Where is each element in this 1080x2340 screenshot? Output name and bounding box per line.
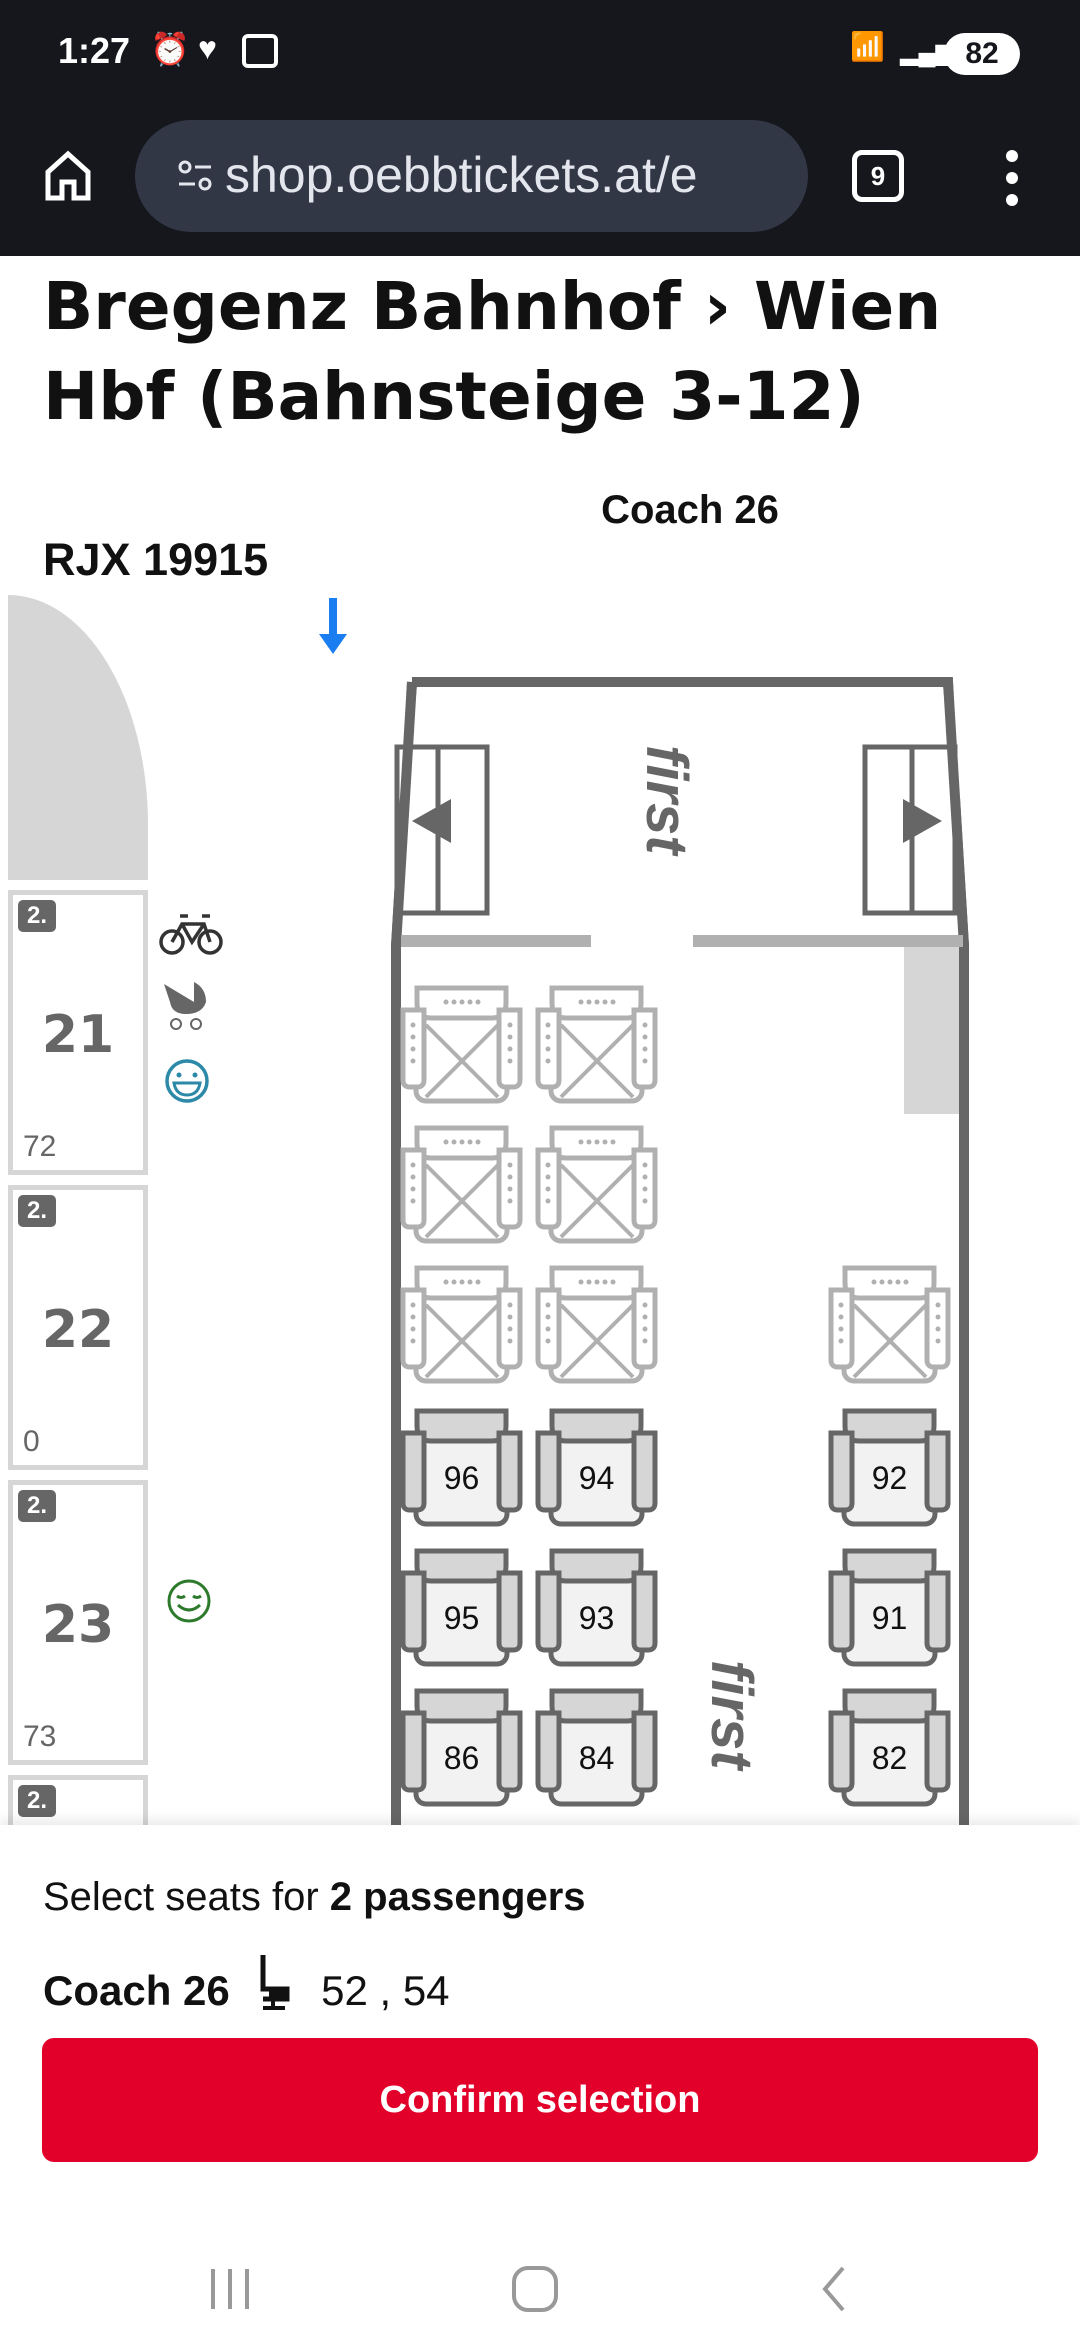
seat-number: 86	[443, 1740, 480, 1776]
seat-number: 96	[443, 1460, 480, 1496]
quiet-zone-icon	[167, 1579, 211, 1623]
class-badge: 2.	[18, 1490, 56, 1522]
seat-icon	[828, 1688, 951, 1807]
seat-icon	[535, 1688, 658, 1807]
screenshot-icon	[242, 34, 278, 68]
seat-icon	[535, 1125, 658, 1244]
seat-icon	[400, 1548, 523, 1667]
page-title: Bregenz Bahnhof › Wien Hbf (Bahnsteige 3…	[43, 268, 942, 435]
url-text: shop.oebbtickets.at/e	[225, 147, 698, 203]
train-label: RJX 19915	[43, 534, 269, 585]
seat-icon	[535, 1408, 658, 1527]
battery-level: 82	[965, 37, 999, 70]
locomotive	[8, 595, 148, 880]
seat-unavailable	[400, 1265, 523, 1385]
free-seat-count: 0	[23, 1425, 40, 1458]
seat-icon	[828, 1548, 951, 1667]
seat-icon	[535, 1265, 658, 1384]
seat-number: 93	[578, 1600, 615, 1636]
luggage-rack	[904, 947, 959, 1114]
bicycle-icon	[159, 914, 223, 955]
menu-icon[interactable]	[1002, 148, 1022, 208]
seat-number: 91	[871, 1600, 908, 1636]
seat-number: 84	[578, 1740, 615, 1776]
alarm-icon: ⏰	[150, 31, 190, 67]
status-time: 1:27	[58, 30, 131, 71]
seat-icon	[535, 1548, 658, 1667]
battery-indicator: 82	[944, 33, 1020, 75]
seat[interactable]: 93	[535, 1548, 658, 1668]
home-nav-icon[interactable]	[510, 2265, 560, 2313]
class-badge: 2.	[18, 1195, 56, 1227]
free-seat-count: 73	[23, 1720, 57, 1753]
seat-unavailable	[400, 1125, 523, 1245]
family-zone-icon	[165, 1059, 209, 1103]
class-badge: 2.	[18, 900, 56, 932]
seat-icon	[400, 985, 523, 1104]
tab-switcher-button[interactable]: 9	[852, 150, 904, 202]
seat[interactable]: 91	[828, 1548, 951, 1668]
passenger-count: 2 passengers	[329, 1875, 586, 1919]
coach-label: Coach 26	[601, 488, 779, 532]
direction-arrow-icon	[319, 598, 347, 654]
seat[interactable]: 94	[535, 1408, 658, 1528]
coach-card[interactable]: 2. 21 72	[8, 890, 148, 1175]
site-settings-icon[interactable]	[177, 158, 213, 194]
selected-seat-numbers: 52 , 54	[321, 1967, 450, 2014]
seat-icon	[828, 1265, 951, 1384]
recent-apps-icon[interactable]	[205, 2265, 255, 2313]
seat-icon	[260, 1955, 290, 2010]
coach-number: 21	[41, 1005, 115, 1065]
selection-panel: Select seats for 2 passengers Coach 26 5…	[0, 1825, 1080, 2340]
seat-icon	[400, 1125, 523, 1244]
instruction-text: Select seats for	[43, 1875, 330, 1919]
first-class-marking: first	[634, 745, 699, 855]
free-seat-count: 72	[23, 1130, 57, 1163]
seat-number: 82	[871, 1740, 908, 1776]
seat-icon	[828, 1408, 951, 1527]
wifi-icon: 📶	[850, 31, 885, 62]
seat-unavailable	[535, 1125, 658, 1245]
coach-card[interactable]: 2. 23 73	[8, 1480, 148, 1765]
seat-number: 94	[578, 1460, 615, 1496]
seat-number: 92	[871, 1460, 908, 1496]
seat-icon	[400, 1265, 523, 1384]
door-right	[862, 744, 958, 916]
seat-number: 95	[443, 1600, 480, 1636]
door-left	[394, 744, 490, 916]
coach-card[interactable]: 2. 22 0	[8, 1185, 148, 1470]
seat[interactable]: 84	[535, 1688, 658, 1808]
seat[interactable]: 86	[400, 1688, 523, 1808]
heart-icon: ♥	[198, 30, 217, 66]
class-badge: 2.	[18, 1785, 56, 1817]
browser-chrome: 1:27 ⏰ ♥ 📶 ▂▄▆ 82 shop.oebbtickets.at/e …	[0, 0, 1080, 256]
seat[interactable]: 92	[828, 1408, 951, 1528]
seat[interactable]: 95	[400, 1548, 523, 1668]
home-icon[interactable]	[44, 150, 92, 202]
confirm-selection-button[interactable]: Confirm selection	[42, 2038, 1038, 2162]
coach-number: 23	[41, 1595, 115, 1655]
coach-floorplan	[391, 677, 969, 1830]
first-class-marking: first	[699, 1660, 764, 1770]
stroller-icon	[164, 982, 206, 1030]
selection-instruction: Select seats for 2 passengers	[43, 1875, 586, 1920]
seat-icon	[400, 1688, 523, 1807]
seat-unavailable	[828, 1265, 951, 1385]
seat-icon	[535, 985, 658, 1104]
selected-coach: Coach 26	[43, 1967, 230, 2014]
seat-icon	[400, 1408, 523, 1527]
seat-unavailable	[535, 1265, 658, 1385]
seat[interactable]: 96	[400, 1408, 523, 1528]
coach-number: 22	[41, 1300, 115, 1360]
seat-unavailable	[535, 985, 658, 1105]
seat-unavailable	[400, 985, 523, 1105]
url-bar[interactable]: shop.oebbtickets.at/e	[135, 120, 808, 232]
seat[interactable]: 82	[828, 1688, 951, 1808]
back-icon[interactable]	[815, 2265, 851, 2313]
selected-seats-summary: Coach 26 52 , 54	[43, 1953, 450, 2015]
